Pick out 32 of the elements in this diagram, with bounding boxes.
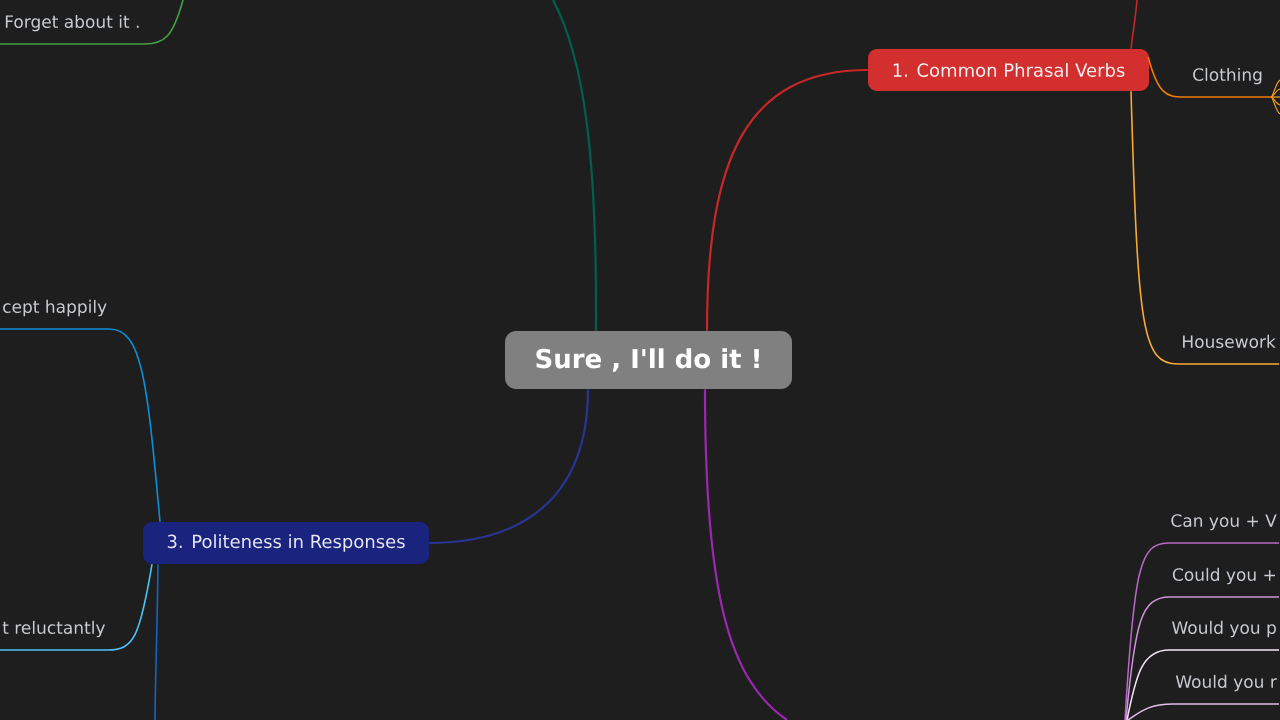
branch-line [0,0,184,45]
branch-line [1270,96,1280,115]
branch-line [703,389,788,720]
leaf-label: Would you r [1175,674,1277,692]
leaf-label: Housework [1183,334,1276,349]
branch-line [0,563,153,651]
branch-line [1147,56,1272,98]
leaf-label: Clothing [1193,67,1262,85]
leaf-label: Can you + V [1171,514,1277,531]
branch-line [1130,90,1280,365]
branch-line [1270,96,1280,98]
branch-line [552,0,598,331]
branch-line [154,563,159,720]
branch-line [1124,542,1280,720]
branch-box: 3. Politeness in Responses [143,522,429,564]
branch-line [705,68,868,331]
branch-line [1270,79,1280,98]
branch-line [1125,596,1280,720]
leaf-label: t reluctantly [2,620,105,638]
leaf-label: Forget about it . [5,14,139,32]
central-topic-box: Sure , I'll do it ! [505,331,792,389]
branch-line [1127,703,1280,720]
branch-line [0,328,161,523]
branch-line [1130,0,1138,50]
leaf-label: cept happily [3,299,107,317]
branch-line [1270,88,1280,98]
branch-box: 1. Common Phrasal Verbs [868,49,1149,91]
leaf-label: Could you + [1172,567,1275,585]
leaf-label: Would you p [1172,620,1276,638]
branch-line [1270,96,1280,106]
branch-line [429,389,590,545]
branch-line [1126,649,1280,720]
